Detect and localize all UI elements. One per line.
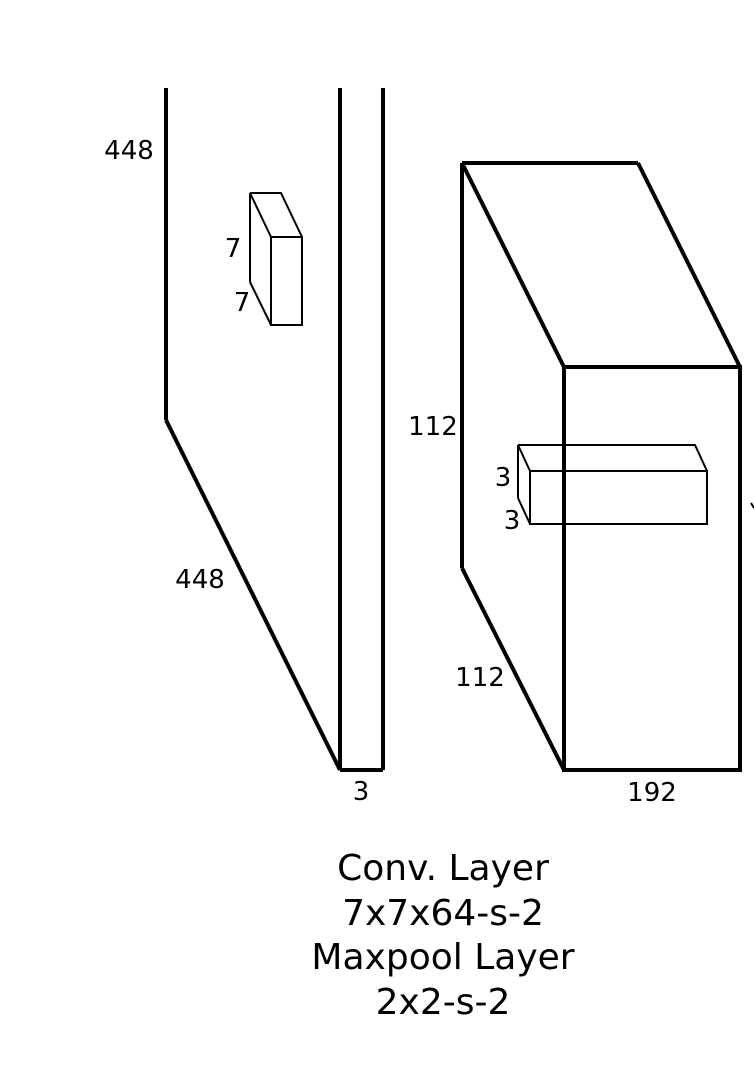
input-volume-diagonal-edge [164, 419, 342, 771]
input-kernel-bottom-left-diag [249, 281, 272, 326]
input-kernel-front-face [270, 236, 303, 326]
caption-line-1: Conv. Layer [337, 848, 549, 889]
output-width-label: 112 [455, 663, 505, 693]
output-kernel-width-label: 3 [504, 506, 521, 536]
output-kernel-top-left-diag [517, 444, 531, 472]
output-kernel-height-label: 3 [495, 463, 512, 493]
input-kernel-top-left-diag [249, 192, 272, 238]
output-volume [460, 161, 742, 772]
output-height-label: 112 [408, 412, 458, 442]
output-kernel [517, 444, 708, 525]
input-volume [164, 88, 385, 772]
caption-line-4: 2x2-s-2 [375, 982, 511, 1023]
input-kernel [249, 192, 303, 326]
input-kernel-height-label: 7 [225, 234, 242, 264]
output-kernel-front-face [529, 470, 708, 525]
input-height-label: 448 [104, 136, 154, 166]
output-kernel-top [518, 444, 708, 472]
input-width-label: 448 [175, 565, 225, 595]
input-kernel-width-label: 7 [234, 288, 251, 318]
caption-line-2: 7x7x64-s-2 [342, 893, 544, 934]
output-volume-front-face [562, 365, 742, 772]
output-volume-bottom-left-diag [460, 567, 566, 771]
output-kernel-bottom-left-diag [517, 497, 531, 525]
input-kernel-top [250, 192, 303, 238]
input-depth-label: 3 [353, 777, 370, 807]
caption-line-3: Maxpool Layer [311, 937, 575, 978]
output-volume-top-left-diag [460, 162, 566, 368]
output-volume-top-right-diag [636, 162, 742, 368]
output-depth-label: 192 [627, 778, 677, 808]
